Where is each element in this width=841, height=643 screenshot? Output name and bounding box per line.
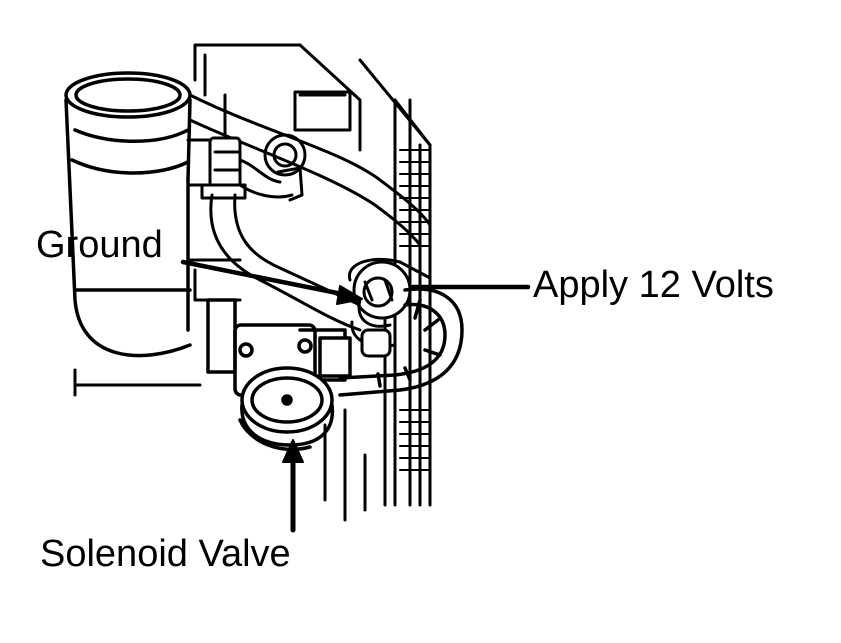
- small-hose-upper: [238, 158, 304, 202]
- wire-harness: [338, 287, 464, 397]
- electrical-connector: [348, 257, 432, 358]
- ground-label: Ground: [36, 224, 163, 266]
- solenoid-valve-label: Solenoid Valve: [40, 533, 291, 575]
- large-pipe: [64, 71, 192, 358]
- pointer-arrows: [180, 259, 531, 533]
- ribbed-panel: [399, 149, 429, 471]
- hose-fitting: [186, 136, 247, 200]
- ground-pointer-line: [180, 259, 355, 299]
- ground-pointer-arrowhead: [336, 285, 363, 305]
- vacuum-hose: [209, 193, 362, 332]
- solenoid-pointer-arrowhead: [282, 439, 304, 463]
- top-port: [263, 133, 307, 177]
- solenoid-valve-body: [206, 298, 352, 452]
- apply-12-volts-label: Apply 12 Volts: [533, 264, 774, 306]
